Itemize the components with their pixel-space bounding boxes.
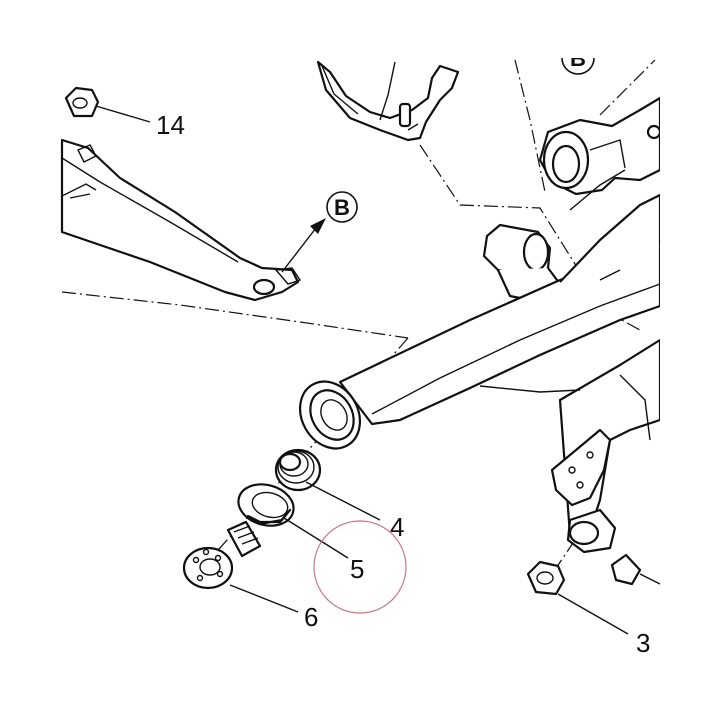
ring-5 [237,483,295,527]
callout-4: 4 [390,512,404,542]
ref-b-label: B [334,195,350,220]
pivot-housing [298,380,362,450]
leader-lines [95,105,629,635]
upper-bracket [316,60,460,142]
callout-14: 14 [156,110,185,140]
callout-5: 5 [350,554,364,584]
right-margin [660,0,720,560]
callout-6: 6 [304,602,318,632]
ref-b-partial-marker: B [561,46,595,75]
top-margin [0,0,720,58]
nut-14 [64,86,100,118]
highlight-circle [313,520,407,614]
bushing-tube [482,223,562,304]
nut-3 [526,560,566,596]
bolt-6 [182,520,262,590]
lower-boss [566,508,617,554]
ref-b-marker: B [326,191,358,223]
bearing-4 [274,448,322,492]
shock-mount-upper [538,96,662,211]
arrow-to-b [281,218,326,273]
clip-part [610,553,661,586]
left-margin [0,0,60,720]
swing-arm-left [60,138,302,302]
ref-b-partial-label: B [570,46,586,71]
callout-3: 3 [636,628,650,658]
frame-bracket [550,428,612,507]
